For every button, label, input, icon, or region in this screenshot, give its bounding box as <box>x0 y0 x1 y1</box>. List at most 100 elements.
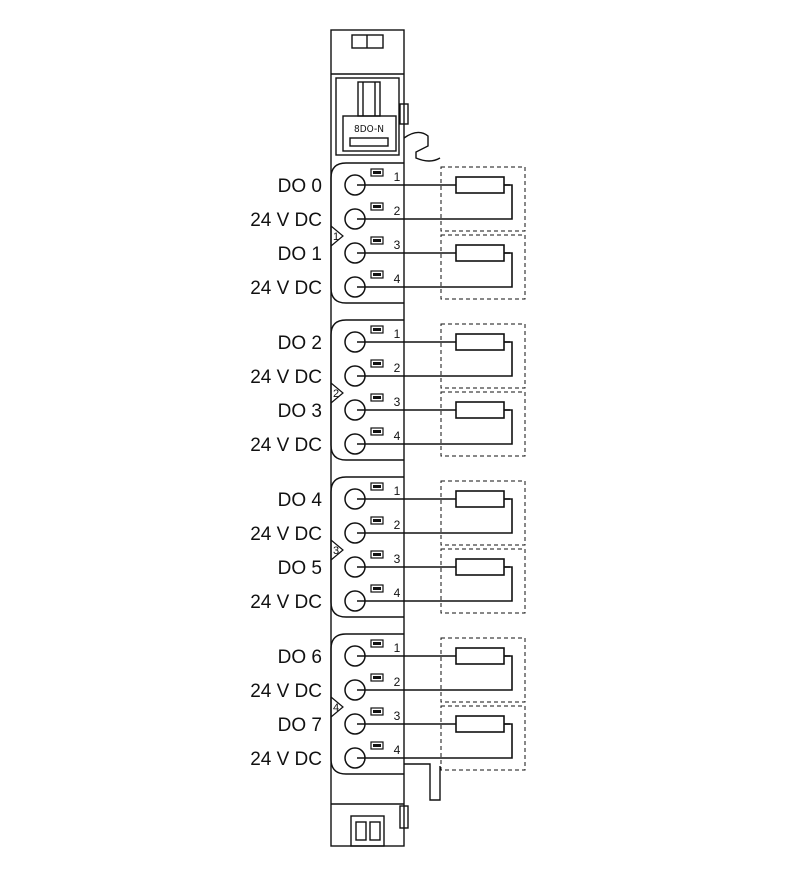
terminal-number: 4 <box>394 586 401 600</box>
terminal-number: 1 <box>394 484 401 498</box>
status-led-fill <box>373 273 381 276</box>
status-led-fill <box>373 744 381 747</box>
terminal-number: 3 <box>394 395 401 409</box>
status-led-fill <box>373 553 381 556</box>
load-resistor-icon <box>455 715 505 733</box>
group-marker-icon <box>330 225 344 247</box>
supply-label: 24 V DC <box>250 681 322 702</box>
supply-label: 24 V DC <box>250 592 322 613</box>
supply-label: 24 V DC <box>250 278 322 299</box>
status-led-fill <box>373 519 381 522</box>
terminal-block-outline <box>330 162 404 304</box>
load-return-wire <box>504 184 513 220</box>
load-return-wire <box>504 655 513 691</box>
channel-label: DO 4 <box>278 490 323 511</box>
load <box>440 166 526 232</box>
load-enclosure <box>440 234 526 300</box>
channel-label: DO 7 <box>278 715 322 736</box>
load-enclosure <box>440 166 526 232</box>
load-enclosure <box>440 637 526 703</box>
channel-label: DO 6 <box>278 647 322 668</box>
terminal-block-outline <box>330 633 404 775</box>
load <box>440 480 526 546</box>
terminal-number: 4 <box>394 272 401 286</box>
load-return-wire <box>504 252 513 288</box>
load-resistor-icon <box>455 244 505 262</box>
terminal-block: 4 DO 6 1 24 V DC 2 DO 7 3 24 V DC 4 <box>250 633 510 775</box>
status-led-fill <box>373 171 381 174</box>
group-number: 1 <box>333 231 339 243</box>
load <box>440 234 526 300</box>
group-number: 3 <box>333 545 339 557</box>
module-housing <box>330 29 441 847</box>
terminal-number: 3 <box>394 709 401 723</box>
status-led-fill <box>373 205 381 208</box>
load-resistor-icon <box>455 333 505 351</box>
status-led-fill <box>373 239 381 242</box>
channel-label: DO 5 <box>278 558 322 579</box>
terminal-number: 2 <box>394 675 401 689</box>
load-resistor-icon <box>455 647 505 665</box>
status-led-fill <box>373 485 381 488</box>
load-return-wire <box>504 498 513 534</box>
group-marker-icon <box>330 382 344 404</box>
channel-label: DO 3 <box>278 401 322 422</box>
load-enclosure <box>440 705 526 771</box>
load-return-wire <box>504 341 513 377</box>
load <box>440 705 526 771</box>
supply-label: 24 V DC <box>250 367 322 388</box>
terminal-block: 3 DO 4 1 24 V DC 2 DO 5 3 24 V DC 4 <box>250 476 510 618</box>
terminal-number: 4 <box>394 429 401 443</box>
load-resistor-icon <box>455 490 505 508</box>
load <box>440 323 526 389</box>
status-led-fill <box>373 587 381 590</box>
load-enclosure <box>440 548 526 614</box>
load <box>440 637 526 703</box>
terminal-number: 2 <box>394 518 401 532</box>
status-led-fill <box>373 362 381 365</box>
group-number: 2 <box>333 388 339 400</box>
terminal-number: 3 <box>394 552 401 566</box>
channel-label: DO 1 <box>278 244 322 265</box>
group-marker-icon <box>330 539 344 561</box>
terminal-number: 1 <box>394 327 401 341</box>
terminal-block-outline <box>330 319 404 461</box>
status-led-fill <box>373 328 381 331</box>
load <box>440 548 526 614</box>
terminal-number: 3 <box>394 238 401 252</box>
channel-label: DO 0 <box>278 176 322 197</box>
module-name: 8DO-N <box>354 124 384 135</box>
load-return-wire <box>504 723 513 759</box>
load-return-wire <box>504 409 513 445</box>
load <box>440 391 526 457</box>
supply-label: 24 V DC <box>250 210 322 231</box>
group-marker-icon <box>330 696 344 718</box>
status-led-fill <box>373 430 381 433</box>
status-led-fill <box>373 676 381 679</box>
status-led-fill <box>373 710 381 713</box>
load-enclosure <box>440 480 526 546</box>
supply-label: 24 V DC <box>250 524 322 545</box>
load-resistor-icon <box>455 401 505 419</box>
status-led-fill <box>373 396 381 399</box>
terminal-number: 2 <box>394 204 401 218</box>
terminal-block: 1 DO 0 1 24 V DC 2 DO 1 3 24 V DC 4 <box>250 162 510 304</box>
load-resistor-icon <box>455 558 505 576</box>
load-enclosure <box>440 323 526 389</box>
group-number: 4 <box>333 702 339 714</box>
terminal-number: 4 <box>394 743 401 757</box>
channel-label: DO 2 <box>278 333 322 354</box>
terminal-block-outline <box>330 476 404 618</box>
terminal-block: 2 DO 2 1 24 V DC 2 DO 3 3 24 V DC 4 <box>250 319 510 461</box>
load-return-wire <box>504 566 513 602</box>
terminal-number: 1 <box>394 170 401 184</box>
status-led-fill <box>373 642 381 645</box>
supply-label: 24 V DC <box>250 435 322 456</box>
load-resistor-icon <box>455 176 505 194</box>
terminal-number: 1 <box>394 641 401 655</box>
terminal-number: 2 <box>394 361 401 375</box>
load-enclosure <box>440 391 526 457</box>
supply-label: 24 V DC <box>250 749 322 770</box>
